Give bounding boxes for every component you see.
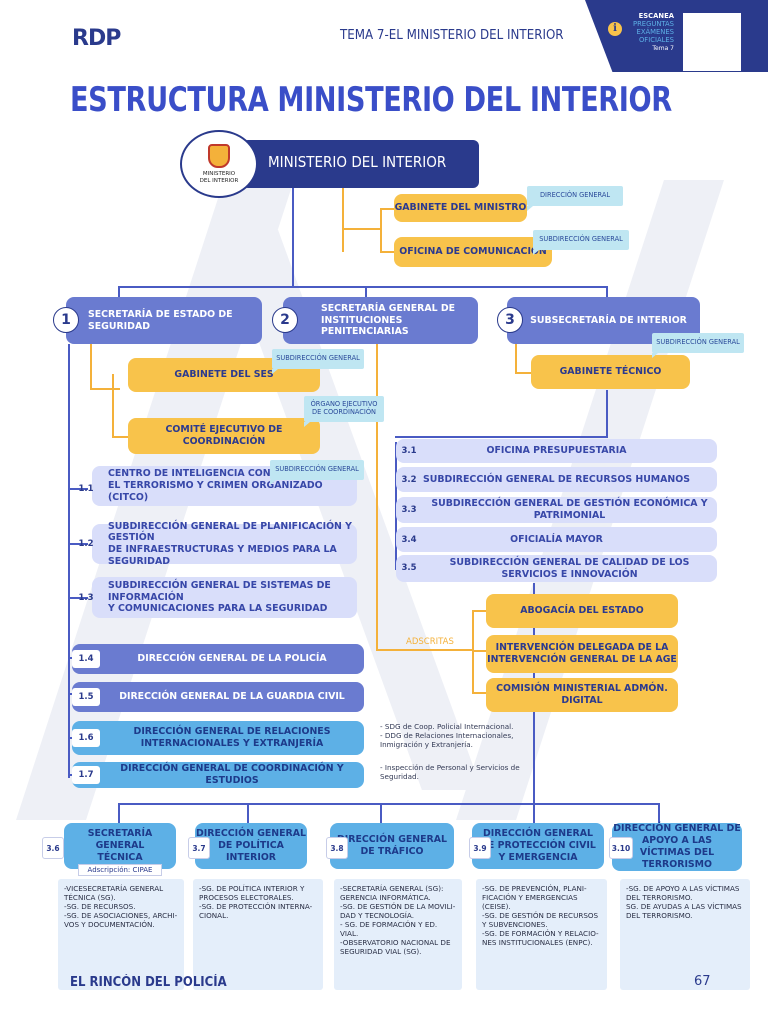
bottom-3-6-text: -VICESECRETARÍA GENERAL TÉCNICA (SG). -S… [58, 879, 184, 990]
item-1-3[interactable]: SUBDIRECCIÓN GENERAL DE SISTEMAS DE INFO… [92, 577, 357, 618]
item-1-3-num: 1.3 [78, 593, 94, 603]
gabinete-ses-tag: SUBDIRECCIÓN GENERAL [272, 349, 364, 374]
item-3-1-num: 3.1 [401, 446, 417, 456]
bottom-3-9-text: -SG. DE PREVENCIÓN, PLANI- FICACIÓN Y EM… [476, 879, 607, 990]
item-3-5-num: 3.5 [401, 563, 417, 573]
item-1-7-num: 1.7 [72, 766, 100, 784]
note-1-6: - SDG de Coop. Policial Internacional. -… [380, 722, 514, 749]
ministry-seal: MINISTERIO DEL INTERIOR [180, 130, 258, 198]
item-3-1[interactable]: OFICINA PRESUPUESTARIA [396, 439, 717, 463]
bottom-3-6-header[interactable]: SECRETARÍA GENERAL TÉCNICA [64, 823, 176, 869]
gabinete-ministro-tag: DIRECCIÓN GENERAL [527, 186, 623, 211]
bottom-3-7-header[interactable]: DIRECCIÓN GENERAL DE POLÍTICA INTERIOR [195, 823, 307, 869]
item-1-1-num: 1.1 [78, 484, 94, 494]
bottom-3-9-num: 3.9 [469, 837, 491, 859]
bottom-3-6-num: 3.6 [42, 837, 64, 859]
item-1-2[interactable]: SUBDIRECCIÓN GENERAL DE PLANIFICACIÓN Y … [92, 521, 357, 567]
item-1-4-num: 1.4 [72, 650, 100, 668]
rdp-logo: RDP [72, 26, 121, 51]
item-1-6[interactable]: DIRECCIÓN GENERAL DE RELACIONES INTERNAC… [72, 721, 364, 755]
subsecretaria-number: 3 [497, 307, 523, 333]
bottom-3-7-text: -SG. DE POLÍTICA INTERIOR Y PROCESOS ELE… [193, 879, 323, 990]
ses-number: 1 [53, 307, 79, 333]
page-title: ESTRUCTURA MINISTERIO DEL INTERIOR [70, 80, 672, 120]
bottom-3-7-num: 3.7 [188, 837, 210, 859]
note-1-7: - Inspección de Personal y Servicios de … [380, 763, 520, 781]
sgip-box[interactable]: SECRETARÍA GENERAL DE INSTITUCIONES PENI… [283, 297, 478, 344]
item-1-5-num: 1.5 [72, 688, 100, 706]
page-number: 67 [694, 974, 711, 989]
oficina-comunicacion-tag: SUBDIRECCIÓN GENERAL [533, 230, 629, 255]
ses-box[interactable]: SECRETARÍA DE ESTADO DE SEGURIDAD [66, 297, 262, 344]
gabinete-ministro[interactable]: GABINETE DEL MINISTRO [394, 194, 527, 222]
coat-of-arms-icon [208, 144, 230, 169]
item-3-2-num: 3.2 [401, 475, 417, 485]
item-3-5[interactable]: SUBDIRECCIÓN GENERAL DE CALIDAD DE LOS S… [396, 555, 717, 582]
intervencion-delegada[interactable]: INTERVENCIÓN DELEGADA DE LA INTERVENCIÓN… [486, 635, 678, 673]
item-1-2-num: 1.2 [78, 539, 94, 549]
qr-code-frame[interactable] [683, 13, 741, 71]
bottom-3-10-num: 3.10 [609, 837, 633, 859]
bottom-3-6-sub: Adscripción: CIPAE [78, 864, 162, 876]
comite-ejecutivo[interactable]: COMITÉ EJECUTIVO DE COORDINACIÓN [128, 418, 320, 454]
comite-ejecutivo-tag: ÓRGANO EJECUTIVO DE COORDINACIÓN [304, 396, 384, 427]
item-1-4[interactable]: DIRECCIÓN GENERAL DE LA POLICÍA [72, 644, 364, 674]
citco-tag: SUBDIRECCIÓN GENERAL [270, 460, 364, 485]
item-1-6-num: 1.6 [72, 729, 100, 747]
item-3-4[interactable]: OFICIALÍA MAYOR [396, 527, 717, 552]
gabinete-tecnico-tag: SUBDIRECCIÓN GENERAL [652, 333, 744, 358]
bottom-3-8-num: 3.8 [326, 837, 348, 859]
bottom-3-10-text: -SG. DE APOYO A LAS VÍCTIMAS DEL TERRORI… [620, 879, 750, 990]
tema-title: TEMA 7-EL MINISTERIO DEL INTERIOR [340, 27, 564, 43]
adscritas-label: ADSCRITAS [406, 637, 454, 647]
oficina-comunicacion[interactable]: OFICINA DE COMUNICACIÓN [394, 237, 552, 267]
item-3-3[interactable]: SUBDIRECCIÓN GENERAL DE GESTIÓN ECONÓMIC… [396, 497, 717, 523]
bottom-3-9-header[interactable]: DIRECCIÓN GENERAL DE PROTECCIÓN CIVIL Y … [472, 823, 604, 869]
item-3-3-num: 3.3 [401, 505, 417, 515]
footer-brand: EL RINCÓN DEL POLICÍA [70, 975, 227, 990]
abogacia-estado[interactable]: ABOGACÍA DEL ESTADO [486, 594, 678, 628]
ministry-label: MINISTERIO DEL INTERIOR [268, 153, 447, 171]
item-1-7[interactable]: DIRECCIÓN GENERAL DE COORDINACIÓN Y ESTU… [72, 762, 364, 788]
bottom-3-8-header[interactable]: DIRECCIÓN GENERAL DE TRÁFICO [330, 823, 454, 869]
item-3-2[interactable]: SUBDIRECCIÓN GENERAL DE RECURSOS HUMANOS [396, 467, 717, 492]
ministry-box[interactable] [242, 140, 479, 188]
item-3-4-num: 3.4 [401, 535, 417, 545]
qr-text: ESCANEA PREGUNTAS EXÁMENES OFICIALES Tem… [632, 12, 674, 52]
bottom-3-10-header[interactable]: DIRECCIÓN GENERAL DE APOYO A LAS VÍCTIMA… [612, 822, 742, 871]
comision-admon-digital[interactable]: COMISIÓN MINISTERIAL ADMÓN. DIGITAL [486, 678, 678, 712]
sgip-number: 2 [272, 307, 298, 333]
info-icon: i [608, 22, 622, 36]
item-1-5[interactable]: DIRECCIÓN GENERAL DE LA GUARDIA CIVIL [72, 682, 364, 712]
gabinete-tecnico[interactable]: GABINETE TÉCNICO [531, 355, 690, 389]
bottom-3-8-text: -SECRETARÍA GENERAL (SG): GERENCIA INFOR… [334, 879, 462, 990]
